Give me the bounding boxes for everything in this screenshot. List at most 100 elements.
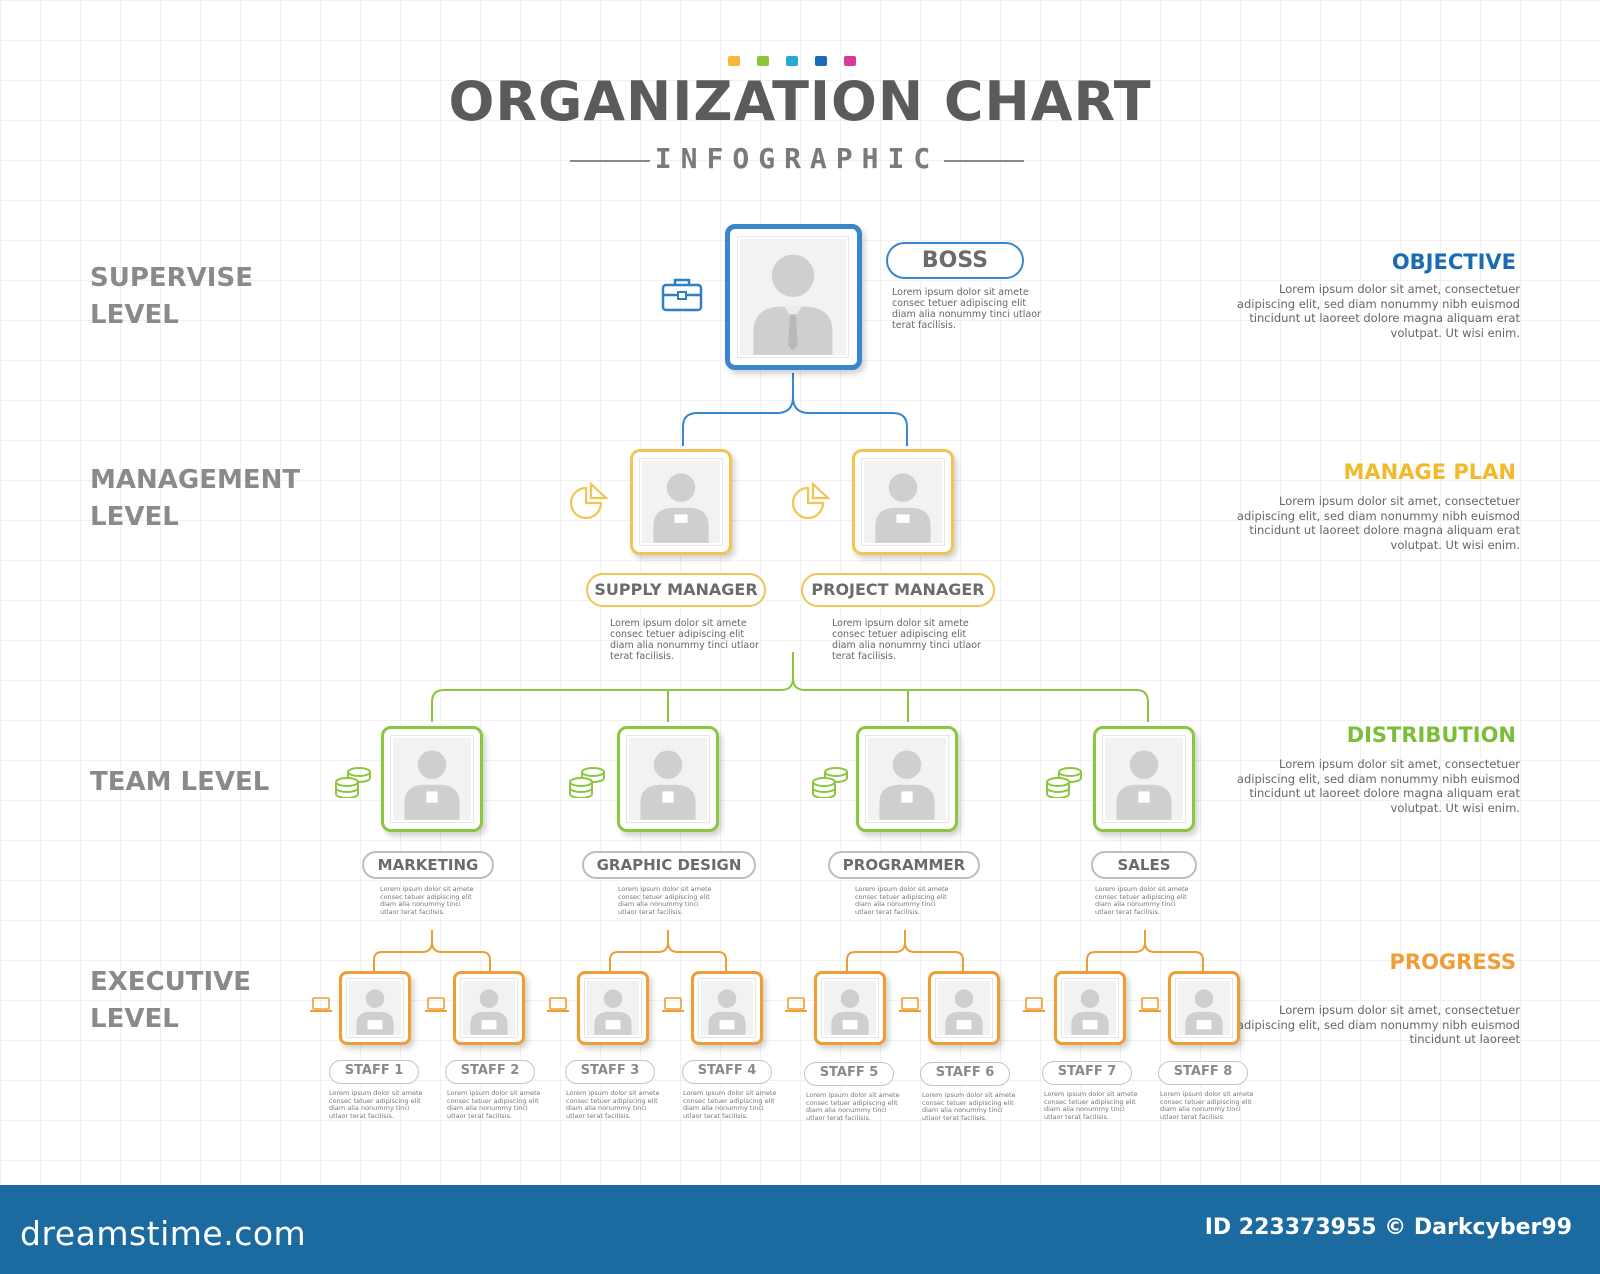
manager-desc: Lorem ipsum dolor sit amete consec tetue… — [832, 618, 981, 662]
team-avatar-icon — [640, 750, 696, 820]
team-label: GRAPHIC DESIGN — [582, 851, 756, 879]
team-connector-4 — [1086, 930, 1204, 972]
boss-desc: Lorem ipsum dolor sit amete consec tetue… — [892, 287, 1041, 331]
level-label-supervise: SUPERVISE LEVEL — [90, 263, 253, 330]
side-title-progress: PROGRESS — [1389, 950, 1516, 974]
manager-avatar-icon — [875, 473, 931, 543]
boss-label: BOSS — [886, 242, 1024, 279]
staff-photo — [347, 979, 403, 1037]
staff-card[interactable] — [339, 971, 411, 1045]
color-dot — [844, 56, 856, 66]
manager-card[interactable] — [630, 449, 732, 555]
page-subtitle: INFOGRAPHIC — [654, 142, 940, 175]
staff-avatar-icon — [945, 989, 983, 1035]
level-label-team: TEAM LEVEL — [90, 767, 270, 797]
team-connector-2 — [609, 930, 727, 972]
team-desc: Lorem ipsum dolor sit amete consec tetue… — [1095, 885, 1189, 916]
level-label-executive: EXECUTIVE LEVEL — [90, 967, 252, 1034]
staff-card[interactable] — [1168, 971, 1240, 1045]
staff-desc: Lorem ipsum dolor sit amete consec tetue… — [1044, 1090, 1138, 1121]
staff-label: STAFF 7 — [1042, 1061, 1132, 1085]
boss-photo — [738, 237, 848, 357]
subtitle-rule-right — [944, 160, 1024, 162]
manager-label: PROJECT MANAGER — [801, 573, 995, 607]
businessman-avatar-icon — [753, 254, 833, 355]
laptop-icon — [546, 996, 570, 1018]
team-card[interactable] — [381, 726, 483, 832]
team-desc: Lorem ipsum dolor sit amete consec tetue… — [855, 885, 949, 916]
staff-photo — [936, 979, 992, 1037]
staff-card[interactable] — [928, 971, 1000, 1045]
staff-card[interactable] — [453, 971, 525, 1045]
team-avatar-icon — [404, 750, 460, 820]
team-photo — [1103, 736, 1185, 822]
laptop-icon — [309, 996, 333, 1018]
staff-desc: Lorem ipsum dolor sit amete consec tetue… — [922, 1091, 1016, 1122]
boss-connector — [682, 373, 908, 446]
team-card[interactable] — [1093, 726, 1195, 832]
team-card[interactable] — [617, 726, 719, 832]
footer-bar — [0, 1185, 1600, 1274]
side-title-distribution: DISTRIBUTION — [1346, 723, 1516, 747]
team-photo — [627, 736, 709, 822]
manager-card[interactable] — [852, 449, 954, 555]
staff-photo — [822, 979, 878, 1037]
color-dot — [786, 56, 798, 66]
manager-photo — [862, 459, 944, 545]
manager-avatar-icon — [653, 473, 709, 543]
color-dot — [757, 56, 769, 66]
manager-photo — [640, 459, 722, 545]
manager-desc: Lorem ipsum dolor sit amete consec tetue… — [610, 618, 759, 662]
staff-label: STAFF 6 — [920, 1062, 1010, 1086]
pie-chart-icon — [788, 480, 834, 524]
team-photo — [866, 736, 948, 822]
staff-desc: Lorem ipsum dolor sit amete consec tetue… — [329, 1089, 423, 1120]
color-dot — [728, 56, 740, 66]
team-avatar-icon — [879, 750, 935, 820]
level-label-management: MANAGEMENT LEVEL — [90, 465, 301, 532]
team-connector-3 — [846, 930, 964, 972]
team-avatar-icon — [1116, 750, 1172, 820]
coins-icon — [810, 766, 850, 802]
laptop-icon — [1138, 996, 1162, 1018]
staff-photo — [1176, 979, 1232, 1037]
staff-photo — [1062, 979, 1118, 1037]
side-desc-manage-plan: Lorem ipsum dolor sit amet, consectetuer… — [1236, 494, 1520, 552]
team-connector-1 — [373, 930, 491, 972]
infographic-canvas: ORGANIZATION CHART INFOGRAPHIC SUPERVISE… — [0, 0, 1600, 1185]
staff-desc: Lorem ipsum dolor sit amete consec tetue… — [806, 1091, 900, 1122]
staff-avatar-icon — [594, 989, 632, 1035]
footer-brand[interactable]: dreamstime.com — [20, 1214, 307, 1253]
staff-avatar-icon — [1185, 989, 1223, 1035]
staff-card[interactable] — [577, 971, 649, 1045]
coins-icon — [333, 766, 373, 802]
briefcase-icon — [660, 276, 704, 318]
manager-label: SUPPLY MANAGER — [586, 573, 766, 607]
staff-photo — [585, 979, 641, 1037]
staff-avatar-icon — [1071, 989, 1109, 1035]
side-desc-progress: Lorem ipsum dolor sit amet, consectetuer… — [1236, 1003, 1520, 1046]
staff-card[interactable] — [1054, 971, 1126, 1045]
staff-card[interactable] — [691, 971, 763, 1045]
staff-card[interactable] — [814, 971, 886, 1045]
staff-label: STAFF 2 — [445, 1060, 535, 1084]
laptop-icon — [784, 996, 808, 1018]
staff-avatar-icon — [831, 989, 869, 1035]
side-title-objective: OBJECTIVE — [1391, 250, 1516, 274]
staff-label: STAFF 4 — [682, 1060, 772, 1084]
staff-avatar-icon — [708, 989, 746, 1035]
team-desc: Lorem ipsum dolor sit amete consec tetue… — [618, 885, 712, 916]
color-dots — [728, 56, 856, 66]
staff-desc: Lorem ipsum dolor sit amete consec tetue… — [683, 1089, 777, 1120]
footer-credit: ID 223373955 © Darkcyber99 — [1204, 1215, 1572, 1240]
subtitle-row: INFOGRAPHIC — [570, 142, 1024, 178]
team-desc: Lorem ipsum dolor sit amete consec tetue… — [380, 885, 474, 916]
team-label: PROGRAMMER — [828, 851, 980, 879]
staff-label: STAFF 1 — [329, 1060, 419, 1084]
team-photo — [391, 736, 473, 822]
staff-avatar-icon — [470, 989, 508, 1035]
staff-photo — [461, 979, 517, 1037]
boss-card[interactable] — [725, 224, 862, 370]
staff-label: STAFF 8 — [1158, 1061, 1248, 1085]
team-card[interactable] — [856, 726, 958, 832]
